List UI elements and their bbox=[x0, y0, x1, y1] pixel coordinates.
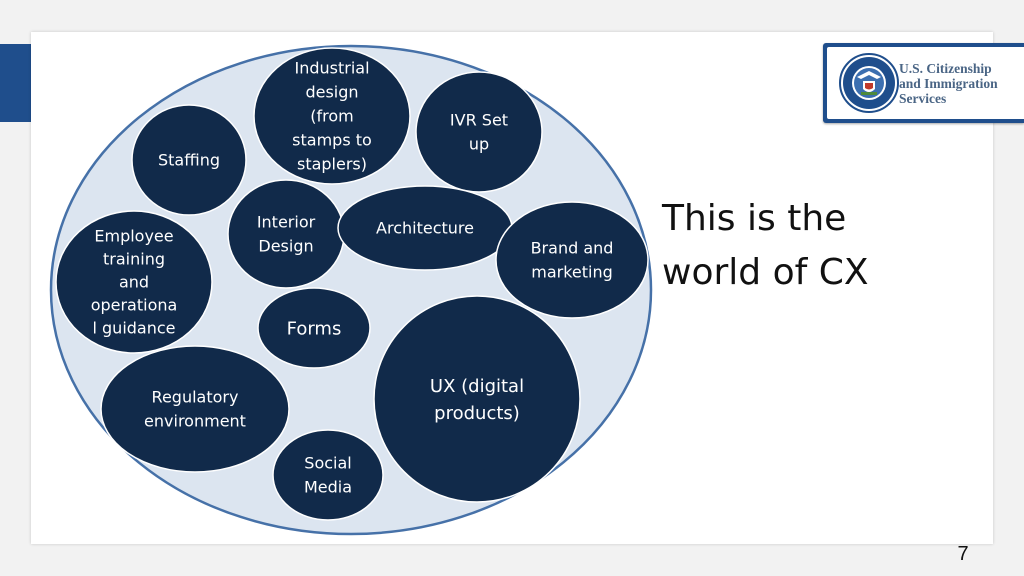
bubble-label-brand-and-marketing: Brand and marketing bbox=[531, 239, 614, 282]
bubble-ivr-set-up: IVR Set up bbox=[415, 71, 543, 193]
bubble-shape-ux-digital-products bbox=[373, 295, 581, 503]
bubble-label-ivr-set-up: IVR Set up bbox=[450, 111, 508, 154]
left-accent-bar bbox=[0, 44, 31, 122]
bubble-shape-regulatory-environment bbox=[100, 345, 290, 473]
bubble-staffing: Staffing bbox=[131, 104, 247, 216]
bubble-label-line: Regulatory bbox=[152, 388, 239, 407]
bubble-label-industrial-design: Industrial design (from stamps to staplers) bbox=[292, 59, 372, 174]
bubble-label-line: stamps to bbox=[292, 131, 372, 150]
bubble-label-line: Social bbox=[304, 454, 351, 473]
bubble-label-line: Industrial bbox=[294, 59, 369, 78]
bubble-label-regulatory-environment: Regulatory environment bbox=[144, 388, 246, 431]
bubble-label-staffing: Staffing bbox=[158, 151, 220, 170]
bubble-label-line: design bbox=[305, 83, 358, 102]
bubble-shape-industrial-design bbox=[253, 47, 411, 185]
bubble-label-line: UX (digital bbox=[430, 376, 524, 397]
bubble-label-ux-digital-products: UX (digital products) bbox=[430, 376, 524, 424]
bubble-label-line: Design bbox=[258, 237, 313, 256]
bubble-label-line: training bbox=[103, 250, 165, 269]
uscis-logo: U.S. Citizenship and Immigration Service… bbox=[823, 43, 1024, 123]
bubble-shape-staffing bbox=[131, 104, 247, 216]
bubble-shape-forms bbox=[257, 287, 371, 369]
bubble-label-line: Interior bbox=[257, 213, 316, 232]
bubble-label-line: Employee bbox=[94, 227, 173, 246]
bubble-label-line: Media bbox=[304, 478, 352, 497]
bubble-label-line: operationa bbox=[91, 296, 178, 315]
dhs-seal-icon bbox=[839, 53, 899, 113]
page-number: 7 bbox=[957, 543, 969, 565]
bubble-label-line: and bbox=[119, 273, 149, 292]
logo-text-line-2: and Immigration bbox=[899, 76, 998, 91]
bubble-shape-brand-and-marketing bbox=[495, 201, 649, 319]
logo-text-line-1: U.S. Citizenship bbox=[899, 61, 992, 76]
bubble-label-line: IVR Set bbox=[450, 111, 508, 130]
bubble-label-line: marketing bbox=[531, 263, 613, 282]
bubble-label-line: up bbox=[469, 135, 489, 154]
bubble-shape-social-media bbox=[272, 429, 384, 521]
bubble-label-line: l guidance bbox=[92, 319, 175, 338]
headline: This is the world of CX bbox=[662, 192, 962, 300]
bubble-label-line: Brand and bbox=[531, 239, 614, 258]
bubble-label-line: Architecture bbox=[376, 219, 474, 238]
bubble-shape-employee-training bbox=[55, 210, 213, 354]
bubble-label-forms: Forms bbox=[287, 318, 342, 339]
bubble-employee-training: Employee training and operationa l guidance bbox=[55, 210, 213, 354]
headline-line-2: world of CX bbox=[662, 252, 869, 293]
bubble-ux-digital-products: UX (digital products) bbox=[373, 295, 581, 503]
bubble-label-architecture: Architecture bbox=[376, 219, 474, 238]
bubble-label-line: environment bbox=[144, 412, 246, 431]
logo-text-line-3: Services bbox=[899, 91, 947, 106]
bubble-label-line: (from bbox=[310, 107, 353, 126]
bubble-regulatory-environment: Regulatory environment bbox=[100, 345, 290, 473]
bubble-label-employee-training: Employee training and operationa l guidance bbox=[91, 227, 178, 338]
bubble-label-line: Forms bbox=[287, 318, 342, 339]
bubble-industrial-design: Industrial design (from stamps to staplers) bbox=[253, 47, 411, 185]
bubble-label-line: staplers) bbox=[297, 155, 367, 174]
bubble-brand-and-marketing: Brand and marketing bbox=[495, 201, 649, 319]
bubble-architecture: Architecture bbox=[337, 185, 513, 271]
bubble-label-line: Staffing bbox=[158, 151, 220, 170]
bubble-forms: Forms bbox=[257, 287, 371, 369]
bubble-shape-interior-design bbox=[227, 179, 345, 289]
bubble-label-line: products) bbox=[434, 403, 520, 424]
bubble-shape-ivr-set-up bbox=[415, 71, 543, 193]
headline-line-1: This is the bbox=[662, 198, 847, 239]
